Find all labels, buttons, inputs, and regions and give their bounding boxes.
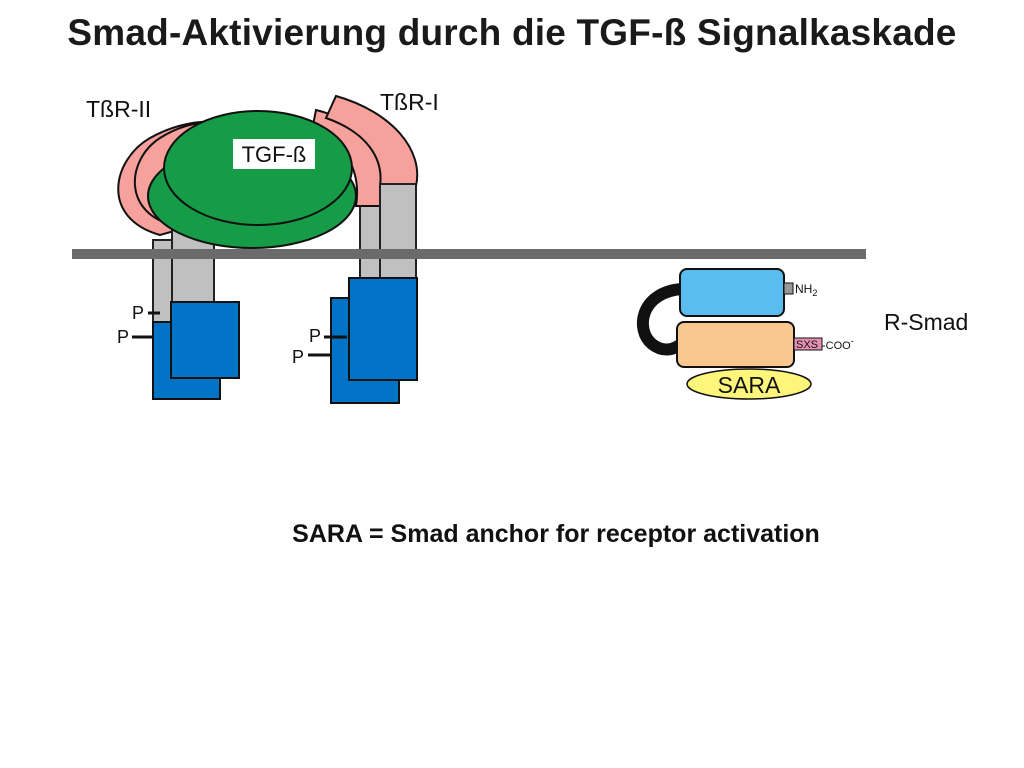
smad-mh1-domain [679,268,785,317]
sxs-label: SXS [796,339,818,351]
receptor-type2-kinase-front [170,301,240,379]
nh2-label: NH2 [795,282,817,298]
sara-label: SARA [718,372,781,398]
r-smad-label: R-Smad [884,309,968,335]
receptor-type1-label: TßR-I [380,89,439,115]
sara-definition-footnote: SARA = Smad anchor for receptor activati… [292,520,820,548]
sxs-motif-box [793,337,823,351]
receptor-type1: P P [292,94,419,404]
nh2-terminal-box [783,282,794,295]
slide-title: Smad-Aktivierung durch die TGF-ß Signalk… [67,12,957,53]
receptor-type1-transmembrane-front [379,183,417,281]
phospho-label: P [309,326,321,346]
plasma-membrane [72,249,866,259]
sara-protein [686,368,812,400]
receptor-type2-label: TßR-II [86,96,151,122]
ligand-label: TGF-ß [242,142,307,167]
smad-mh2-domain [676,321,795,368]
phospho-label: P [117,327,129,347]
receptor-type1-kinase-front [348,277,418,381]
smad-linker [636,283,688,356]
ligand-label-box [233,139,315,169]
phospho-label: P [132,303,144,323]
r-smad-complex: NH2 SXS -COO- SARA [636,268,854,400]
tgf-beta-ligand: TGF-ß [147,110,357,249]
phospho-label: P [292,347,304,367]
coo-label: -COO- [822,336,854,352]
